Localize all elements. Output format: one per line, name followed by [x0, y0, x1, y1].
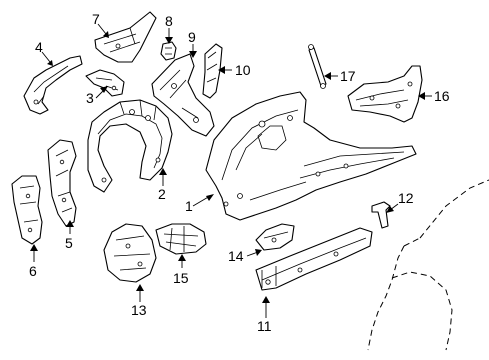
callout-11: 11 — [257, 318, 272, 334]
callout-1: 1 — [185, 198, 193, 214]
callout-15: 15 — [173, 270, 189, 286]
part-3-bracket — [85, 69, 125, 97]
part-5-reinforcement — [47, 139, 77, 227]
part-6-lower-rail — [11, 175, 43, 245]
callout-9: 9 — [188, 29, 196, 45]
part-2-wheelhouse — [87, 99, 173, 193]
callout-3: 3 — [86, 90, 94, 106]
callout-10: 10 — [235, 62, 251, 78]
callout-2: 2 — [158, 186, 166, 202]
callout-12: 12 — [398, 190, 414, 206]
part-10-bracket — [202, 43, 223, 99]
part-12-bracket — [371, 201, 391, 229]
callout-14: 14 — [228, 248, 244, 264]
callout-labels: 1 2 3 4 5 6 7 8 9 10 11 12 13 14 15 16 1… — [29, 11, 450, 334]
part-15-bracket — [155, 223, 207, 255]
part-8-clip — [160, 41, 177, 61]
part-1-apron — [205, 91, 417, 221]
callout-leaders — [30, 23, 432, 318]
part-11-frame-rail — [255, 227, 373, 291]
callout-17: 17 — [340, 68, 356, 84]
part-14-bracket — [255, 223, 295, 251]
callout-6: 6 — [29, 263, 37, 279]
part-17-rod — [308, 44, 327, 89]
callout-5: 5 — [65, 235, 73, 251]
part-16-apron-panel — [347, 65, 423, 123]
callout-16: 16 — [434, 88, 450, 104]
callout-13: 13 — [131, 302, 147, 318]
fender-outline — [367, 179, 489, 351]
part-9-bracket — [151, 53, 215, 137]
callout-4: 4 — [35, 39, 43, 55]
part-13-bracket — [103, 223, 157, 283]
callout-8: 8 — [165, 13, 173, 29]
callout-7: 7 — [92, 11, 100, 27]
part-7-bracket — [94, 11, 157, 63]
part-4-upper-rail — [23, 55, 83, 115]
